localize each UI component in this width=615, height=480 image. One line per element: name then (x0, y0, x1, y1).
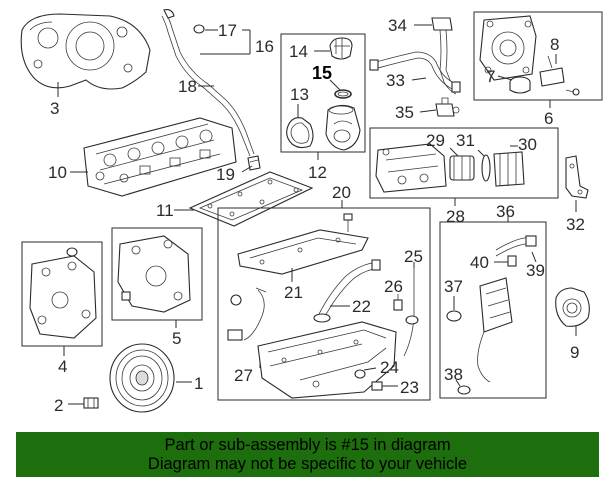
callout-23: 23 (400, 378, 419, 397)
callout-30: 30 (518, 135, 537, 154)
part-21-baffle[interactable] (237, 229, 369, 275)
callout-36: 36 (496, 202, 515, 221)
callout-35: 35 (395, 103, 414, 122)
part-2-bolt[interactable] (83, 397, 99, 409)
callout-1: 1 (194, 374, 203, 393)
callout-26: 26 (384, 277, 403, 296)
callout-17: 17 (218, 21, 237, 40)
callout-8: 8 (550, 35, 559, 54)
part-8-valve[interactable] (539, 55, 580, 96)
callout-2: 2 (54, 396, 63, 415)
callout-5: 5 (172, 329, 181, 348)
part-5-bracket[interactable] (111, 227, 203, 321)
part-31-oring[interactable] (481, 154, 491, 182)
part-33-hose[interactable] (369, 51, 461, 93)
group-box-20 (217, 207, 431, 401)
callout-7: 7 (486, 67, 495, 86)
callout-9: 9 (570, 343, 579, 362)
callout-10: 10 (48, 163, 67, 182)
callout-11: 11 (156, 201, 174, 220)
part-22-pickup-tube[interactable] (313, 259, 381, 323)
part-1-pulley[interactable] (109, 343, 175, 413)
part-oil-separator[interactable] (477, 237, 533, 383)
callout-39: 39 (526, 261, 545, 280)
callout-22: 22 (352, 297, 371, 316)
part-3-timing-cover[interactable] (20, 13, 151, 90)
info-banner: Part or sub-assembly is #15 in diagram D… (16, 432, 599, 477)
callout-4: 4 (58, 357, 67, 376)
part-18-dipstick-tube[interactable] (161, 9, 255, 157)
banner-line-1: Part or sub-assembly is #15 in diagram (164, 435, 451, 454)
callout-14: 14 (289, 42, 308, 61)
group-box-6 (473, 11, 603, 101)
part-25-dipstick[interactable] (403, 268, 419, 357)
part-bolt-top[interactable] (343, 213, 353, 232)
callout-21: 21 (284, 283, 303, 302)
part-oil-pan[interactable] (257, 321, 397, 399)
part-30-filter-cap[interactable] (493, 151, 525, 187)
banner-line-2: Diagram may not be specific to your vehi… (147, 454, 468, 473)
callout-12: 12 (308, 163, 327, 182)
group-box-12 (280, 33, 366, 153)
part-39-hose-end[interactable] (525, 235, 537, 247)
callout-40: 40 (470, 253, 489, 272)
callout-13: 13 (290, 85, 309, 104)
part-40-clamp[interactable] (507, 255, 517, 267)
part-29-filter[interactable] (449, 155, 475, 181)
part-4-bracket[interactable] (21, 241, 103, 347)
callout-19: 19 (216, 165, 235, 184)
group-box-36 (439, 221, 547, 399)
part-24-washer[interactable] (354, 369, 366, 379)
part-11-gasket[interactable] (188, 171, 314, 227)
part-15-seal[interactable] (334, 89, 352, 99)
part-32-bracket[interactable] (565, 155, 589, 199)
part-23-plug[interactable] (371, 381, 383, 391)
callout-27: 27 (234, 366, 253, 385)
part-10-camshaft-housing[interactable] (83, 117, 237, 197)
part-37-seal[interactable] (446, 310, 462, 322)
callout-33: 33 (386, 71, 405, 90)
callout-34: 34 (388, 16, 407, 35)
part-27-sensor-harness[interactable] (227, 287, 267, 341)
callout-15: 15 (312, 63, 332, 83)
callout-38: 38 (444, 365, 463, 384)
part-14-filler-cap[interactable] (329, 37, 353, 60)
callout-18: 18 (178, 77, 197, 96)
callout-3: 3 (50, 99, 59, 118)
part-13-gasket[interactable] (286, 117, 314, 149)
part-38-ring[interactable] (457, 385, 471, 395)
part-7-cap[interactable] (509, 76, 531, 94)
callout-6: 6 (544, 109, 553, 128)
callout-24: 24 (380, 358, 399, 377)
callout-31: 31 (456, 131, 475, 150)
part-35-sensor[interactable] (435, 97, 460, 117)
callout-20: 20 (332, 183, 351, 202)
part-26-drain-plug[interactable] (393, 294, 403, 311)
part-oil-cooler-housing[interactable] (375, 143, 447, 193)
part-oil-filler-neck[interactable] (325, 104, 361, 151)
callout-16: 16 (255, 37, 274, 56)
part-9-seal-plate[interactable] (555, 287, 590, 327)
callout-25: 25 (404, 247, 423, 266)
callout-29: 29 (426, 131, 445, 150)
callout-37: 37 (444, 277, 463, 296)
part-vacuum-pump[interactable] (479, 15, 537, 81)
callout-28: 28 (446, 207, 465, 226)
group-box-28 (369, 127, 559, 199)
callout-32: 32 (566, 215, 585, 234)
